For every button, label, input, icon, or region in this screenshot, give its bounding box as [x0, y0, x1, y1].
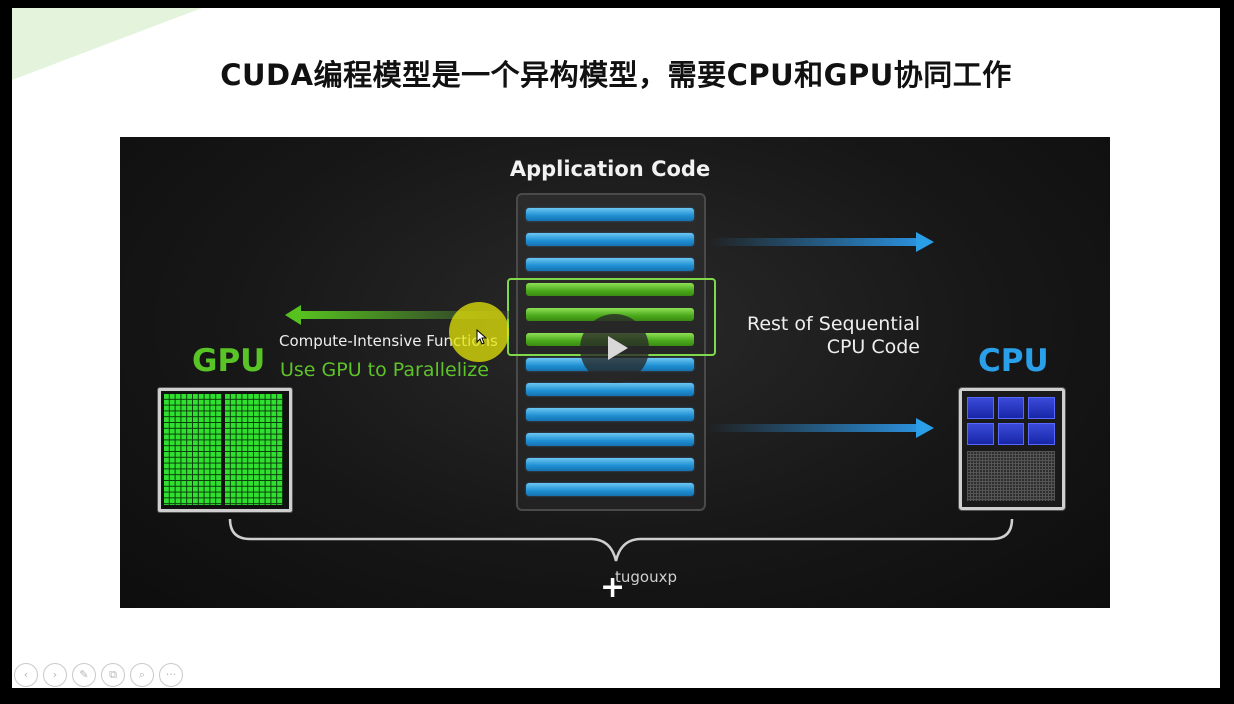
corner-decoration: [12, 8, 202, 80]
code-row-cpu: [526, 208, 694, 221]
rest-line-2: CPU Code: [826, 336, 920, 358]
arrow-head-icon: [916, 418, 934, 438]
watermark-text: tugouxp: [615, 568, 677, 586]
bottom-brace: [228, 518, 1014, 562]
code-row-cpu: [526, 483, 694, 496]
rest-line-1: Rest of Sequential: [746, 313, 920, 335]
code-row-gpu: [526, 283, 694, 296]
code-row-cpu: [526, 408, 694, 421]
cpu-core: [1028, 397, 1055, 419]
cpu-cache: [967, 451, 1055, 501]
pen-icon[interactable]: ✎: [72, 663, 96, 687]
cpu-chip-icon: [959, 388, 1065, 510]
code-row-cpu: [526, 258, 694, 271]
arrow-right-top: [708, 232, 934, 252]
cpu-core: [967, 423, 994, 445]
code-row-cpu: [526, 383, 694, 396]
gpu-chip-icon: [158, 388, 292, 512]
cpu-core: [997, 397, 1025, 419]
video-frame[interactable]: Application Code Compute-Intensive Funct…: [120, 137, 1110, 608]
arrow-left-gpu: [285, 305, 509, 325]
gpu-grid-lines-left: [164, 394, 222, 505]
cpu-label: CPU: [978, 343, 1049, 379]
arrow-head-icon: [916, 232, 934, 252]
gpu-grid-lines-right: [225, 394, 283, 505]
cpu-core: [997, 423, 1025, 445]
code-row-cpu: [526, 458, 694, 471]
use-gpu-label: Use GPU to Parallelize: [280, 359, 489, 381]
more-icon[interactable]: ···: [159, 663, 183, 687]
code-row-cpu: [526, 233, 694, 246]
slide-title: CUDA编程模型是一个异构模型，需要CPU和GPU协同工作: [220, 58, 1012, 92]
application-code-title: Application Code: [509, 157, 711, 181]
slide-controls: ‹›✎⧉⌕···: [14, 663, 183, 687]
rest-sequential-label: Rest of Sequential CPU Code: [700, 313, 920, 359]
prev-slide-icon[interactable]: ‹: [14, 663, 38, 687]
mouse-cursor-icon: [476, 329, 488, 345]
copy-icon[interactable]: ⧉: [101, 663, 125, 687]
code-row-cpu: [526, 433, 694, 446]
play-button[interactable]: [580, 314, 649, 383]
next-slide-icon[interactable]: ›: [43, 663, 67, 687]
cpu-core: [1028, 423, 1055, 445]
crosshair-icon: +: [600, 570, 626, 605]
gpu-label: GPU: [192, 343, 266, 379]
cpu-core: [967, 397, 994, 419]
arrow-right-bottom: [708, 418, 934, 438]
compute-intensive-label: Compute-Intensive Functions: [279, 332, 498, 350]
play-icon: [608, 336, 628, 360]
arrow-head-icon: [285, 305, 301, 325]
slide: CUDA编程模型是一个异构模型，需要CPU和GPU协同工作 Applicatio…: [12, 8, 1220, 688]
zoom-icon[interactable]: ⌕: [130, 663, 154, 687]
cpu-cores: [967, 397, 1055, 445]
